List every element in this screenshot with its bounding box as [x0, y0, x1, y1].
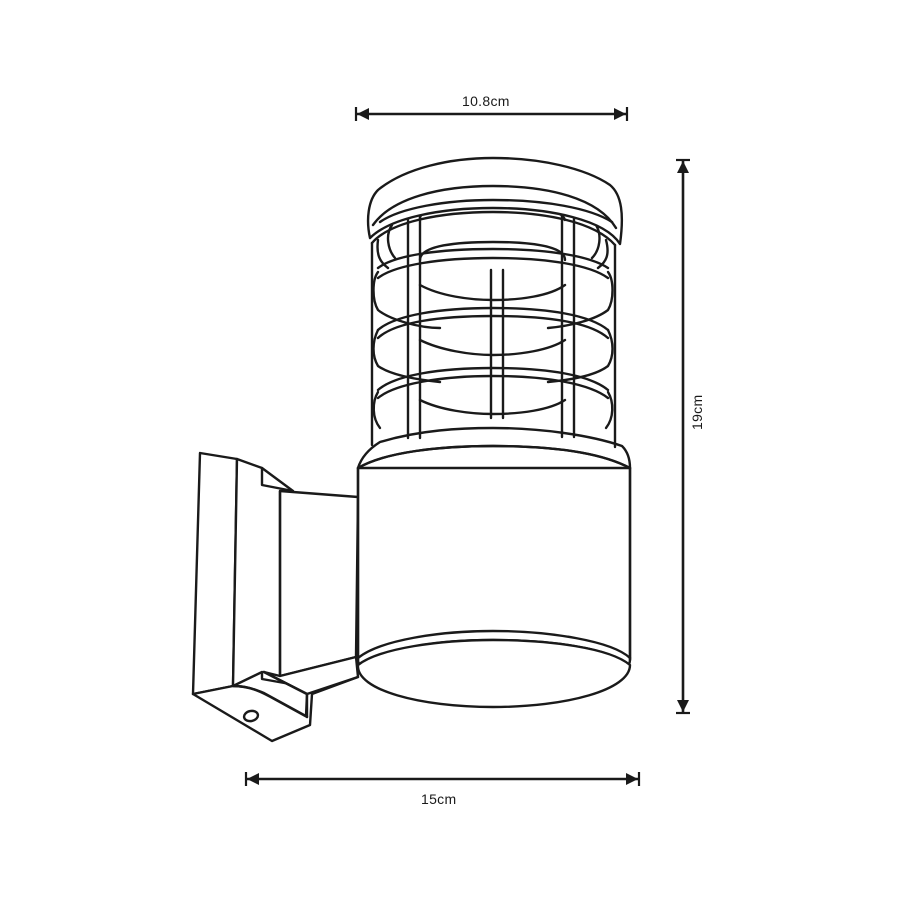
wall-mounting-bracket [191, 451, 360, 743]
bottom-lens-ring [356, 629, 632, 709]
wire-cage [370, 202, 617, 449]
dimension-label-top-width: 10.8cm [462, 93, 510, 109]
lower-cylinder-body [356, 426, 632, 709]
dimension-projection [244, 772, 641, 786]
dimension-top-width [354, 107, 629, 121]
dimension-label-projection: 15cm [421, 791, 457, 807]
screw-hole-icon [242, 709, 260, 723]
top-cap [366, 156, 624, 246]
dimension-height [676, 158, 690, 715]
dimension-label-height: 19cm [689, 394, 705, 430]
